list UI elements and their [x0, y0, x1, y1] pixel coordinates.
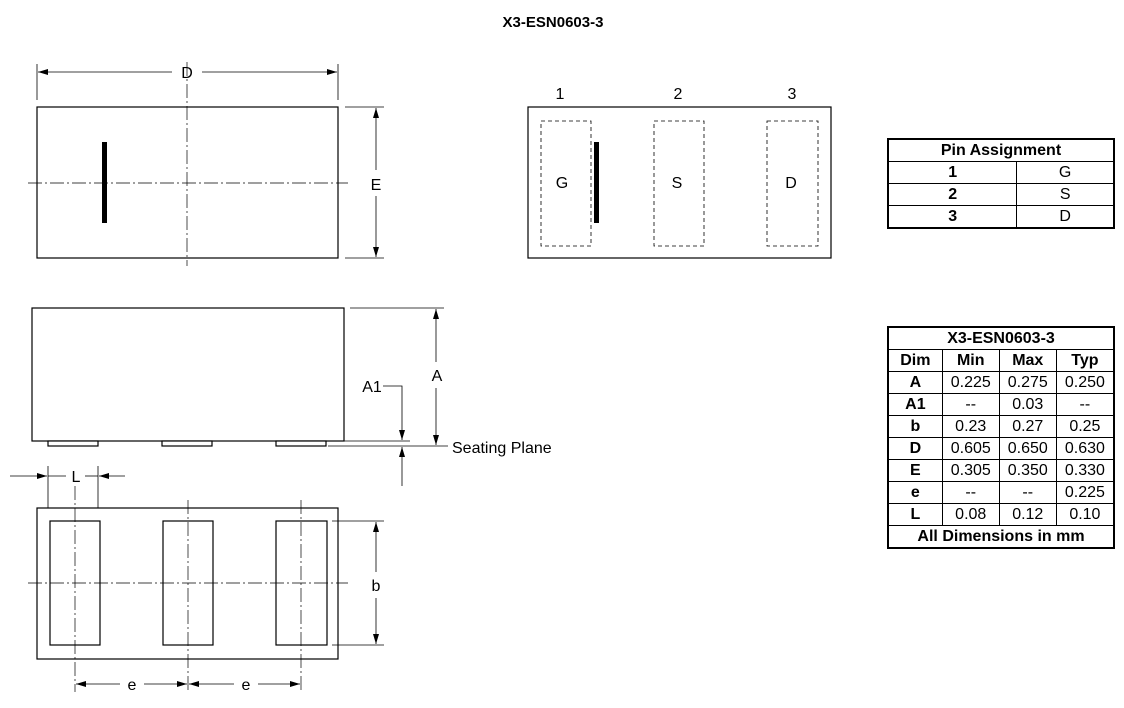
- dim-value: 0.350: [998, 459, 1057, 482]
- pin-number-1: 1: [556, 86, 565, 103]
- column-header: Min: [941, 349, 1000, 372]
- dim-name: b: [887, 415, 943, 438]
- dim-d-label: D: [181, 65, 193, 82]
- dim-value: 0.330: [1055, 459, 1115, 482]
- top-view: D E: [28, 62, 384, 266]
- dim-table-title: X3-ESN0603-3: [887, 326, 1115, 350]
- dim-value: 0.27: [998, 415, 1057, 438]
- dim-value: --: [1055, 393, 1115, 416]
- dim-value: 0.305: [941, 459, 1000, 482]
- dim-value: 0.650: [998, 437, 1057, 460]
- column-header: Typ: [1055, 349, 1115, 372]
- dim-name: A1: [887, 393, 943, 416]
- pin-table-header: Pin Assignment: [887, 138, 1115, 162]
- pin-2-pad: [653, 120, 705, 247]
- pin-number: 2: [887, 183, 1018, 206]
- column-header: Max: [998, 349, 1057, 372]
- pin1-marker: [594, 142, 599, 223]
- dim-value: 0.23: [941, 415, 1000, 438]
- dim-name: D: [887, 437, 943, 460]
- dim-e-pitch-label-2: e: [242, 677, 251, 694]
- dim-value: --: [941, 481, 1000, 504]
- dim-value: 0.630: [1055, 437, 1115, 460]
- dim-value: 0.03: [998, 393, 1057, 416]
- pin-3-pad: [766, 120, 819, 247]
- dim-value: 0.275: [998, 371, 1057, 394]
- pin-name-d: D: [785, 175, 797, 192]
- lead: [275, 440, 327, 447]
- table-header-row: Dim Min Max Typ: [887, 349, 1115, 372]
- dim-value: 0.08: [941, 503, 1000, 526]
- dim-name: e: [887, 481, 943, 504]
- pin-number: 1: [887, 161, 1018, 184]
- dim-name: L: [887, 503, 943, 526]
- dim-name: A: [887, 371, 943, 394]
- lead: [161, 440, 213, 447]
- pin-1-pad: [540, 120, 592, 247]
- pin1-marker: [102, 142, 107, 223]
- dim-name: E: [887, 459, 943, 482]
- dim-value: 0.10: [1055, 503, 1115, 526]
- dim-value: --: [998, 481, 1057, 504]
- pin-function: D: [1016, 205, 1115, 229]
- lead: [47, 440, 99, 447]
- dim-value: 0.25: [1055, 415, 1115, 438]
- table-row: A1--0.03--: [887, 393, 1115, 416]
- seating-plane-label: Seating Plane: [452, 440, 552, 457]
- pin-view: 1 2 3 G S D: [527, 86, 832, 259]
- pin-name-s: S: [672, 175, 683, 192]
- dim-a1-label: A1: [362, 379, 382, 396]
- drawing-title: X3-ESN0603-3: [503, 14, 604, 31]
- column-header: Dim: [887, 349, 943, 372]
- dim-table-footer: All Dimensions in mm: [887, 525, 1115, 549]
- dim-value: 0.12: [998, 503, 1057, 526]
- pin-function: G: [1016, 161, 1115, 184]
- pin-function: S: [1016, 183, 1115, 206]
- table-row: e----0.225: [887, 481, 1115, 504]
- bottom-view: L b e e: [10, 466, 384, 694]
- dim-value: 0.225: [1055, 481, 1115, 504]
- dim-value: --: [941, 393, 1000, 416]
- pin-name-g: G: [556, 175, 568, 192]
- dim-value: 0.605: [941, 437, 1000, 460]
- dim-l-label: L: [72, 469, 81, 486]
- dim-value: 0.250: [1055, 371, 1115, 394]
- dim-a-label: A: [432, 368, 443, 385]
- pin-number-3: 3: [788, 86, 797, 103]
- pin-number: 3: [887, 205, 1018, 229]
- side-view: A A1 Seating Plane: [31, 307, 552, 486]
- pin-number-2: 2: [674, 86, 683, 103]
- dim-b-label: b: [372, 578, 381, 595]
- dim-e-label: E: [371, 177, 382, 194]
- dim-value: 0.225: [941, 371, 1000, 394]
- dim-e-pitch-label-1: e: [128, 677, 137, 694]
- package-outline-top: [36, 106, 339, 259]
